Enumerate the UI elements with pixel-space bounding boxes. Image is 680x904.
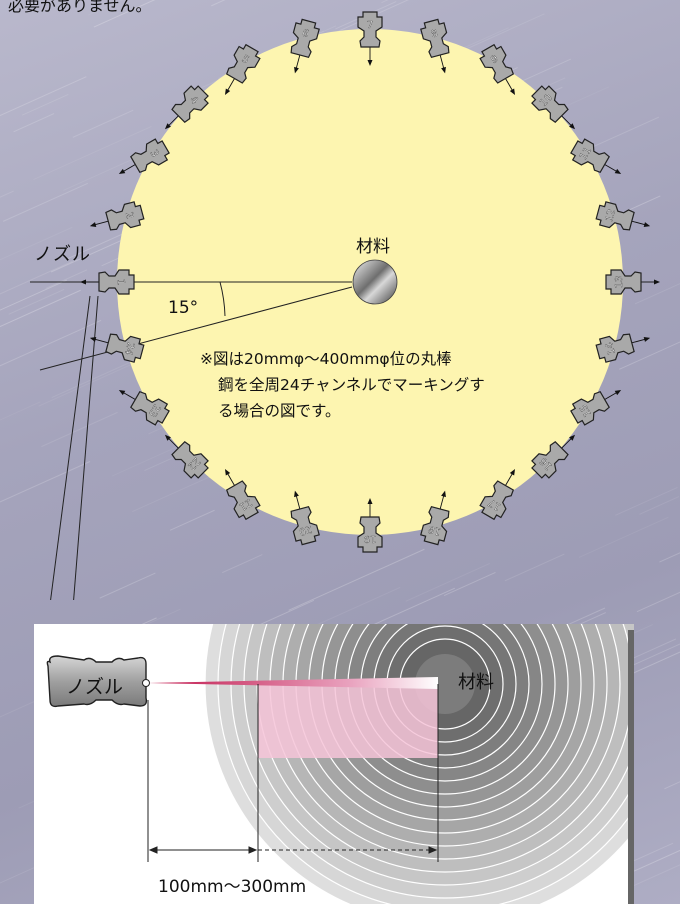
- nozzle-channel: 9: [479, 43, 515, 95]
- callout-line-right: [73, 295, 99, 600]
- nozzle-channel: 20: [290, 490, 320, 546]
- nozzle-channel: 10: [531, 85, 576, 130]
- nozzle-channel: 3: [118, 138, 170, 174]
- nozzle-channel: 13: [605, 269, 660, 295]
- callout-line-left: [50, 295, 91, 600]
- nozzle-channel: 6: [290, 18, 320, 74]
- nozzle-channel: 16: [531, 434, 576, 479]
- channel-number: 12: [604, 208, 618, 223]
- nozzle-channel: 17: [479, 469, 515, 521]
- marker-beam: [148, 677, 438, 689]
- channel-number: 13: [614, 276, 625, 289]
- note-line-2: 鋼を全周24チャンネルでマーキングす: [218, 376, 485, 394]
- nozzle-channel: 14: [595, 333, 651, 363]
- dimension-arrow-left: [148, 846, 158, 854]
- angle-arc: [219, 281, 226, 317]
- distance-label: 100mm〜300mm: [158, 877, 307, 897]
- angle-label: 15°: [168, 298, 199, 318]
- intro-text: 必要がありません。: [8, 0, 152, 15]
- diagram-note: ※図は20mmφ〜400mmφ位の丸棒 鋼を全周24チャンネルでマーキングす る…: [200, 346, 560, 424]
- marking-range-area: [258, 684, 438, 758]
- channel-number: 7: [367, 20, 373, 31]
- detail-material-label: 材料: [458, 672, 494, 693]
- nozzle-channel: 11: [570, 138, 622, 174]
- channel-number: 24: [122, 341, 136, 356]
- channel-number: 18: [427, 523, 442, 537]
- nozzle-channel: 21: [225, 469, 261, 521]
- channel-number: 1: [115, 279, 126, 285]
- material-shadow: [628, 630, 634, 904]
- nozzle-channel: 15: [570, 390, 622, 426]
- material-rod: [352, 259, 398, 305]
- detail-nozzle-label: ノズル: [66, 676, 124, 698]
- nozzle-channel: 23: [118, 390, 170, 426]
- channel-number: 9: [489, 54, 500, 67]
- channel-number: 5: [240, 54, 251, 67]
- channel-number: 2: [123, 211, 135, 220]
- nozzle-channel: 18: [420, 490, 450, 546]
- nozzle-channel: 2: [89, 201, 145, 231]
- nozzle-channel: 7: [357, 11, 383, 66]
- nozzle-large: [46, 655, 150, 708]
- channel-number: 3: [148, 148, 161, 159]
- channel-number: 8: [430, 28, 439, 40]
- nozzle-channel: 12: [595, 201, 651, 231]
- nozzle-channel: 24: [89, 333, 145, 363]
- fifteen-degree-line: [39, 286, 353, 371]
- nozzle-label: ノズル: [34, 244, 91, 265]
- channel-number: 19: [364, 533, 377, 544]
- dimension-arrow-end: [428, 846, 438, 854]
- nozzle-channel: 5: [225, 43, 261, 95]
- note-line-1: ※図は20mmφ〜400mmφ位の丸棒: [200, 350, 452, 368]
- channel-number: 20: [298, 523, 313, 537]
- nozzle-channel: 1: [80, 269, 135, 295]
- nozzle-channel: 19: [357, 498, 383, 553]
- dimension-arrow-mid: [248, 846, 258, 854]
- nozzle-channel: 8: [420, 18, 450, 74]
- channel-number: 14: [604, 341, 618, 356]
- nozzle-channel: 4: [164, 85, 209, 130]
- material-label: 材料: [356, 237, 390, 257]
- note-line-3: る場合の図です。: [218, 402, 341, 420]
- channel-number: 6: [301, 28, 310, 40]
- nozzle-channel: 22: [164, 434, 209, 479]
